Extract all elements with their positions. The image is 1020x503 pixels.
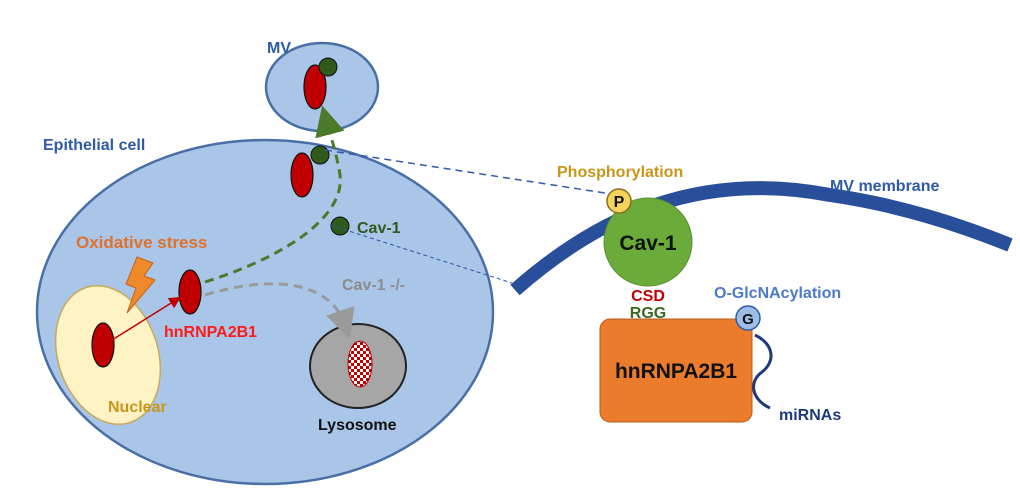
mv-membrane: [510, 181, 1013, 296]
o-glcnacylation-marker: [735, 305, 761, 331]
lysosome-label: Lysosome: [318, 417, 397, 434]
nuclear-hnrnpa2b1-protein: [91, 322, 115, 368]
hnrnpa2b1-zoom-box: [599, 318, 753, 423]
cytosolic-hnrnpa2b1-protein: [178, 269, 202, 315]
mirnas-label: miRNAs: [779, 407, 841, 424]
membrane-hnrnpa2b1-protein: [290, 152, 314, 198]
nuclear-export-arrow: [111, 296, 182, 341]
mv-label: MV: [267, 40, 291, 57]
cav1-zoom-label: Cav-1: [619, 232, 677, 255]
hnrnpa2b1-zoom-label: hnRNPA2B1: [615, 360, 737, 383]
mv-hnrnpa2b1-protein: [303, 64, 327, 110]
epithelial-cell-label: Epithelial cell: [43, 137, 145, 154]
secretion-path-arrow: [204, 105, 345, 284]
oxidative-stress-bolt-icon: [125, 256, 156, 314]
mirna-strand: [752, 333, 773, 410]
hnrnpa2b1-cytosol-label: hnRNPA2B1: [164, 324, 257, 341]
nuclear-label: Nuclear: [108, 399, 167, 416]
membrane-cav1-protein: [310, 145, 330, 165]
mv-membrane-label: MV membrane: [830, 178, 939, 195]
csd-label: CSD: [631, 288, 665, 305]
p-marker-label: P: [614, 194, 625, 211]
zoom-line-bottom: [329, 224, 513, 284]
cav1-knockout-label: Cav-1 -/-: [342, 277, 405, 294]
o-glcnacylation-label: O-GlcNAcylation: [714, 285, 841, 302]
mv-cav1-protein: [318, 57, 338, 77]
phosphorylation-label: Phosphorylation: [557, 164, 683, 181]
oxidative-stress-label: Oxidative stress: [76, 233, 207, 252]
zoom-line-top: [324, 149, 619, 196]
rgg-label: RGG: [630, 305, 666, 322]
cytosolic-cav1-protein: [330, 216, 350, 236]
cav1-cytosol-label: Cav-1: [357, 220, 401, 237]
lysosome-degraded-protein: [347, 340, 373, 388]
phosphorylation-marker: [606, 188, 632, 214]
degradation-path-arrow: [204, 282, 355, 340]
cav1-zoom-protein: [603, 197, 693, 287]
g-marker-label: G: [742, 311, 754, 328]
